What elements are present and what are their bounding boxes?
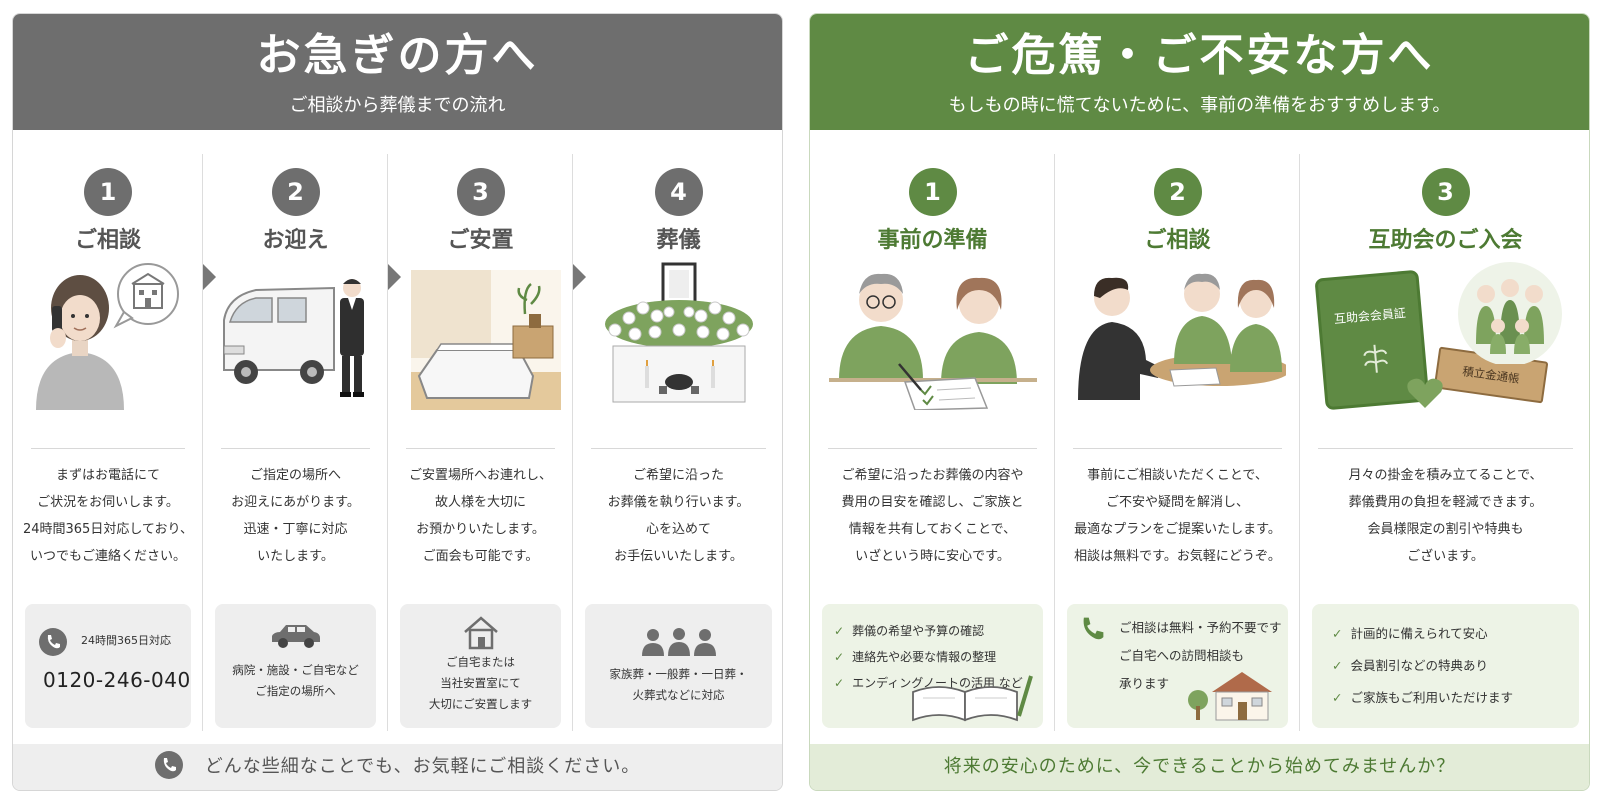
critical-step-2: 2 ご相談 事前にご相談いただくことで、ご不安や疑問を解消し、最適なプランをご提… [1055, 130, 1300, 745]
step-number: 2 [1153, 168, 1202, 216]
urgent-panel: お急ぎの方へ ご相談から葬儀までの流れ 1 ご相談 [12, 13, 783, 791]
checklist: ✓葬儀の希望や予算の確認 ✓連絡先や必要な情報の整理 ✓エンディングノートの活用… [834, 618, 1035, 696]
urgent-footer-text: どんな些細なことでも、お気軽にご相談ください。 [204, 756, 641, 777]
critical-step-1: 1 事前の準備 ご希望に沿ったお葬儀の内容や費用の目安を確認し、ご家族と情報を共… [810, 130, 1055, 745]
notebook-icon [912, 675, 1033, 722]
divider [1073, 448, 1282, 449]
flow-arrow [388, 264, 401, 290]
membership-card: 互助会会員証 [1313, 269, 1430, 411]
divider [406, 448, 555, 449]
critical-footer: 将来の安心のために、今できることから始めてみませんか？ [810, 744, 1589, 790]
divider [31, 448, 185, 449]
hearse-van-illustration [222, 279, 364, 397]
step-title: 葬儀 [656, 228, 701, 253]
step-description: 月々の掛金を積み立てることで、葬儀費用の負担を軽減できます。会員様限定の割引や特… [1348, 468, 1543, 564]
urgent-title: お急ぎの方へ [256, 30, 539, 81]
check-icon: ✓ [834, 624, 845, 638]
phone-number-link[interactable]: 0120-246-040 [43, 668, 191, 692]
check-icon: ✓ [1332, 690, 1343, 705]
checklist: ✓計画的に備えられて安心 ✓会員割引などの特典あり ✓ご家族もご利用いただけます [1332, 618, 1571, 714]
step-description: ご希望に沿ったお葬儀の内容や費用の目安を確認し、ご家族と情報を共有しておくことで… [841, 468, 1024, 564]
funeral-altar-illustration [604, 262, 753, 403]
urgent-step-3: 3 ご安置 ご安置場所へお連れし、故人様を大切にお預かりいたします。ご面会も可能… [388, 130, 573, 745]
step-title: ご相談 [1144, 228, 1211, 253]
step-description: 事前にご相談いただくことで、ご不安や疑問を解消し、最適なプランをご提案いたします… [1074, 468, 1281, 564]
info-box: 病院・施設・ご自宅などご指定の場所へ [215, 604, 376, 728]
resting-place-illustration [410, 270, 561, 410]
info-box: ご相談は無料・予約不要ですご自宅への訪問相談も承ります [1067, 604, 1288, 728]
step-number: 3 [1421, 168, 1470, 216]
step-number: 3 [456, 168, 505, 216]
critical-panel: ご危篤・ご不安な方へ もしもの時に慌てないために、事前の準備をおすすめします。 … [809, 13, 1590, 791]
list-item: ✓計画的に備えられて安心 [1332, 618, 1571, 650]
step-title: ご相談 [74, 228, 141, 253]
critical-subtitle: もしもの時に慌てないために、事前の準備をおすすめします。 [948, 95, 1451, 116]
step-number: 1 [84, 168, 132, 216]
step-number: 4 [654, 168, 703, 216]
list-item: ✓葬儀の希望や予算の確認 [834, 618, 1035, 644]
divider [828, 448, 1037, 449]
contact-box: 24時間365日対応 0120-246-040 [25, 604, 191, 728]
step-description: ご安置場所へお連れし、故人様を大切にお預かりいたします。ご面会も可能です。 [408, 468, 552, 564]
house-icon [463, 616, 498, 650]
step-description: ご指定の場所へお迎えにあがります。迅速・丁寧に対応いたします。 [231, 468, 360, 564]
box-text: ご相談は無料・予約不要ですご自宅への訪問相談も承ります [1119, 620, 1282, 691]
step-title: お迎え [262, 228, 329, 253]
box-text: 病院・施設・ご自宅などご指定の場所へ [232, 663, 359, 698]
step-description: まずはお電話にてご状況をお伺いします。24時間365日対応しており、いつでもご連… [22, 468, 194, 564]
list-item: ✓ご家族もご利用いただけます [1332, 682, 1571, 714]
house-icon [1188, 672, 1272, 721]
step-title: 互助会のご入会 [1368, 228, 1523, 253]
urgent-header: お急ぎの方へ ご相談から葬儀までの流れ [13, 14, 782, 130]
checklist-box: ✓計画的に備えられて安心 ✓会員割引などの特典あり ✓ご家族もご利用いただけます [1312, 604, 1579, 728]
flow-arrow [203, 264, 216, 290]
planning-couple-illustration [828, 273, 1037, 410]
phone-icon [39, 628, 67, 656]
phone-icon [1083, 617, 1104, 640]
membership-illustration: 互助会会員証 積立金通帳 [1313, 260, 1576, 411]
phone-call-illustration [36, 263, 179, 410]
check-icon: ✓ [834, 676, 845, 690]
heart-icon [1406, 378, 1443, 408]
step-title: 事前の準備 [877, 228, 988, 253]
critical-footer-text: 将来の安心のために、今できることから始めてみませんか？ [943, 756, 1456, 777]
check-icon: ✓ [1332, 658, 1343, 673]
list-item: ✓連絡先や必要な情報の整理 [834, 644, 1035, 670]
consultation-illustration [1077, 273, 1286, 400]
checklist-box: ✓葬儀の希望や予算の確認 ✓連絡先や必要な情報の整理 ✓エンディングノートの活用… [822, 604, 1043, 728]
check-icon: ✓ [834, 650, 845, 664]
divider [221, 448, 370, 449]
check-icon: ✓ [1332, 626, 1343, 641]
step-number: 2 [271, 168, 320, 216]
info-box: ご自宅または当社安置室にて大切にご安置します [400, 604, 561, 728]
step-description: ご希望に沿ったお葬儀を執り行います。心を込めてお手伝いいたします。 [607, 468, 750, 564]
people-icon [641, 628, 716, 656]
urgent-step-1: 1 ご相談 まずはお電話にてご状況をお伺いします。24時間365 [13, 130, 203, 745]
list-item: ✓エンディングノートの活用 など [834, 670, 1035, 696]
phone-icon [154, 751, 183, 779]
flow-arrow [573, 264, 586, 290]
urgent-subtitle: ご相談から葬儀までの流れ [289, 95, 506, 116]
hours-label: 24時間365日対応 [81, 634, 171, 647]
critical-title: ご危篤・ご不安な方へ [964, 30, 1435, 81]
divider [591, 448, 766, 449]
urgent-footer: どんな些細なことでも、お気軽にご相談ください。 [13, 744, 782, 790]
step-number: 1 [908, 168, 957, 216]
urgent-step-2: 2 お迎え ご指定の場所へお迎えにあがります。迅速・丁寧に対応いたします。 [203, 130, 388, 745]
family-illustration [1457, 262, 1562, 364]
urgent-step-4: 4 葬儀 ご希望に沿ったお葬儀を執り行います。心 [573, 130, 782, 745]
info-box: 家族葬・一般葬・一日葬・火葬式などに対応 [585, 604, 772, 728]
list-item: ✓会員割引などの特典あり [1332, 650, 1571, 682]
car-icon [271, 625, 320, 648]
box-text: 家族葬・一般葬・一日葬・火葬式などに対応 [609, 667, 748, 702]
box-text: ご自宅または当社安置室にて大切にご安置します [428, 655, 533, 711]
step-title: ご安置 [447, 228, 514, 253]
critical-header: ご危篤・ご不安な方へ もしもの時に慌てないために、事前の準備をおすすめします。 [810, 14, 1589, 130]
divider [1318, 448, 1573, 449]
critical-step-3: 3 互助会のご入会 互助会会員証 積立金通帳 [1300, 130, 1589, 745]
